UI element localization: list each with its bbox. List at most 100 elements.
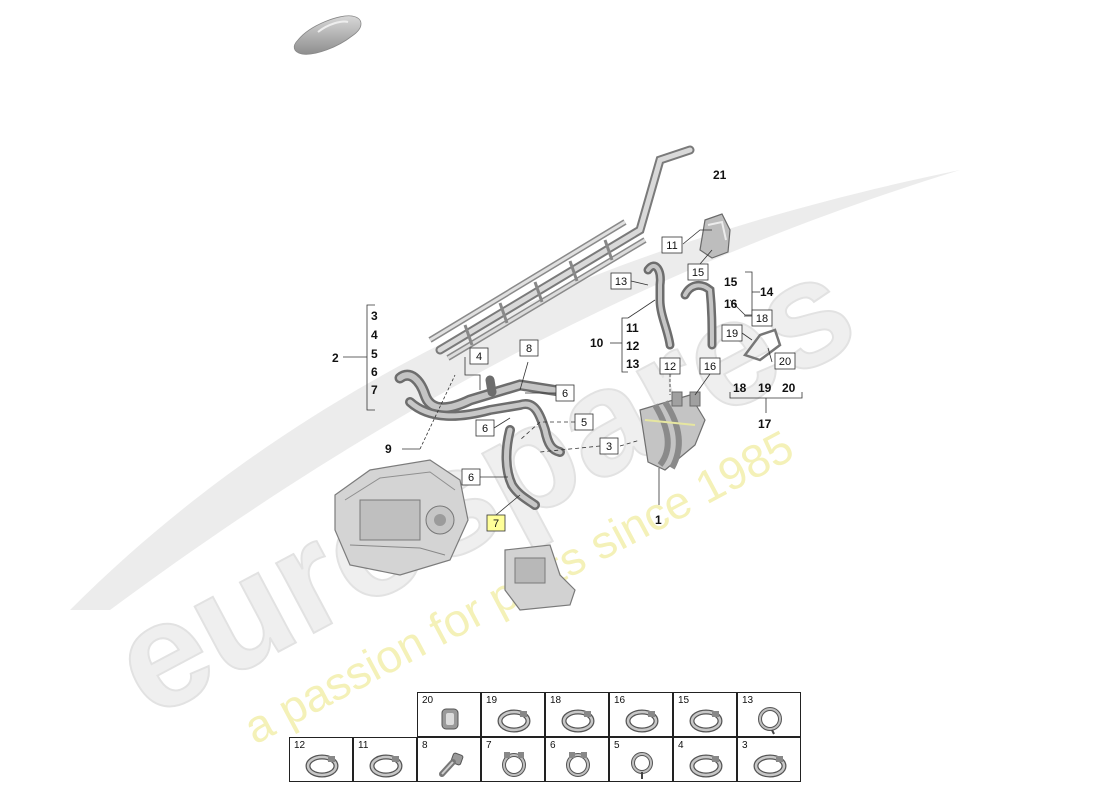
coolant-pipe-rail (428, 145, 695, 361)
box-callout-11: 11 (661, 236, 683, 254)
parts-cell-11[interactable]: 11 (353, 737, 417, 782)
svg-text:6: 6 (562, 388, 568, 400)
svg-text:11: 11 (666, 240, 677, 252)
parts-cell-number: 4 (678, 740, 684, 751)
svg-text:15: 15 (692, 267, 704, 279)
box-callout-13: 13 (610, 272, 632, 290)
spring-clamp-icon (566, 752, 590, 777)
radiator-bracket (504, 544, 576, 611)
box-callout-19: 19 (721, 324, 743, 342)
callout-14: 14 (760, 285, 774, 299)
callout-group-2-item-3: 3 (371, 309, 378, 323)
callout-group-14-item-15: 15 (724, 275, 738, 289)
svg-text:3: 3 (606, 441, 612, 453)
svg-text:4: 4 (476, 351, 482, 363)
watermark-swoosh (70, 170, 960, 610)
parts-cell-20[interactable]: 20 (417, 692, 481, 737)
box-callout-20: 20 (774, 352, 796, 370)
hose-clamp-icon (497, 709, 531, 733)
callout-group-2-item-7: 7 (371, 383, 378, 397)
parts-cell-13[interactable]: 13 (737, 692, 801, 737)
svg-text:12: 12 (664, 361, 676, 373)
box-callout-16: 16 (699, 357, 721, 375)
parts-cell-number: 7 (486, 740, 492, 751)
parts-cell-6[interactable]: 6 (545, 737, 609, 782)
svg-text:5: 5 (581, 417, 587, 429)
svg-text:20: 20 (779, 356, 791, 368)
reservoir-hoses (643, 261, 717, 350)
box-callout-6-a: 6 (555, 384, 575, 402)
parts-cell-4[interactable]: 4 (673, 737, 737, 782)
coolant-hose-set (394, 369, 571, 510)
parts-cell-number: 12 (294, 740, 306, 751)
box-callout-3: 3 (599, 437, 619, 455)
parts-cell-number: 11 (358, 740, 369, 751)
leader-lines (343, 229, 803, 516)
bolt-icon (439, 752, 464, 777)
parts-cell-18[interactable]: 18 (545, 692, 609, 737)
parts-cell-number: 16 (614, 695, 626, 706)
box-callout-8: 8 (519, 339, 539, 357)
callout-group-17-item-19: 19 (758, 381, 772, 395)
parts-cell-number: 13 (742, 695, 754, 706)
callout-9: 9 (385, 442, 392, 456)
hose-clamp-icon (689, 754, 723, 778)
parts-cell-number: 6 (550, 740, 556, 751)
box-callout-5: 5 (574, 413, 594, 431)
parts-cell-number: 15 (678, 695, 690, 706)
callout-group-10-item-13: 13 (626, 357, 640, 371)
hose-clamp-icon (689, 709, 723, 733)
box-callout-12: 12 (659, 357, 681, 375)
box-callout-6-c: 6 (461, 468, 481, 486)
svg-text:19: 19 (726, 328, 738, 340)
parts-cell-12[interactable]: 12 (289, 737, 353, 782)
rubber-grommet-icon (441, 708, 459, 730)
svg-text:16: 16 (704, 361, 716, 373)
callout-21: 21 (713, 168, 727, 182)
box-callout-18: 18 (751, 309, 773, 327)
parts-cell-16[interactable]: 16 (609, 692, 673, 737)
parts-cell-number: 18 (550, 695, 562, 706)
callout-2: 2 (332, 351, 339, 365)
callout-group-2-item-5: 5 (371, 347, 378, 361)
svg-text:13: 13 (615, 276, 627, 288)
hose-clamp-icon (369, 754, 403, 778)
svg-text:6: 6 (468, 472, 474, 484)
hose-clamp-icon (305, 754, 339, 778)
parts-cell-7[interactable]: 7 (481, 737, 545, 782)
hose-clamp-icon (625, 709, 659, 733)
callout-group-10-item-11: 11 (626, 321, 639, 335)
hose-clamp-icon (753, 754, 787, 778)
callout-1: 1 (655, 513, 662, 527)
spring-clamp-icon (502, 752, 526, 777)
electric-drive-unit (334, 459, 469, 576)
hose-clamp-icon (561, 709, 595, 733)
parts-cell-19[interactable]: 19 (481, 692, 545, 737)
coolant-reservoir (699, 213, 731, 259)
boxed-callouts: 4 8 6 5 6 3 6 7 (461, 236, 796, 532)
hose-bracket-set (742, 328, 782, 362)
callout-10: 10 (590, 336, 604, 350)
callout-labels: 2 3 4 5 6 7 9 1 10 11 12 13 21 15 16 14 … (332, 168, 796, 527)
parts-cell-15[interactable]: 15 (673, 692, 737, 737)
coolant-valve-unit (639, 391, 706, 471)
callout-group-17-item-18: 18 (733, 381, 747, 395)
parts-cell-8[interactable]: 8 (417, 737, 481, 782)
svg-text:6: 6 (482, 423, 488, 435)
box-callout-6-b: 6 (475, 419, 495, 437)
svg-text:7: 7 (493, 518, 499, 530)
callout-group-2-item-4: 4 (371, 328, 378, 342)
spring-clamp-icon (758, 707, 782, 735)
callout-group-10-item-12: 12 (626, 339, 640, 353)
box-callout-7: 7 (486, 514, 506, 532)
callout-group-17-item-20: 20 (782, 381, 796, 395)
callout-17: 17 (758, 417, 772, 431)
parts-cell-number: 19 (486, 695, 498, 706)
parts-cell-3[interactable]: 3 (737, 737, 801, 782)
parts-cell-5[interactable]: 5 (609, 737, 673, 782)
svg-text:18: 18 (756, 313, 768, 325)
parts-cell-number: 5 (614, 740, 620, 751)
